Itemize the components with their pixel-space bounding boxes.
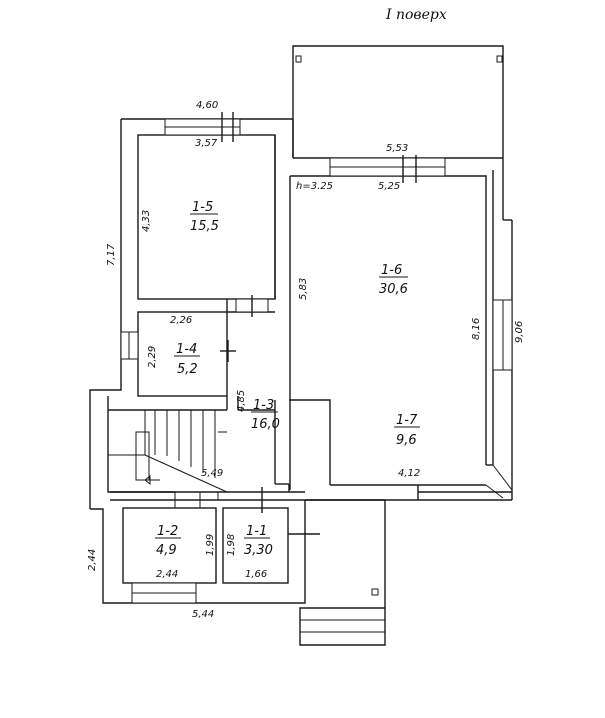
dim-4-33: 4,33 (141, 210, 152, 232)
dimension-labels: 4,60 3,57 4,33 7,17 5,53 5,25 h=3.25 5,8… (87, 100, 525, 620)
dim-2-44-v: 2,44 (87, 549, 98, 571)
room-labels: 1-5 15,5 1-6 30,6 1-4 5,2 1-3 16,0 1-7 9… (155, 200, 420, 558)
windows (120, 118, 513, 604)
room-1-1-id: 1-1 (246, 524, 267, 539)
room-1-7-id: 1-7 (396, 413, 418, 428)
dim-9-06: 9,06 (514, 321, 525, 343)
dim-3-57: 3,57 (195, 138, 218, 149)
room-1-2-area: 4,9 (156, 543, 177, 558)
doors (220, 112, 417, 535)
room-1-3-area: 16,0 (251, 417, 280, 432)
dim-5-44: 5,44 (192, 609, 214, 620)
dim-4-12: 4,12 (398, 468, 420, 479)
room-1-2-id: 1-2 (157, 524, 178, 539)
room-1-1-area: 3,30 (244, 543, 273, 558)
dim-1-99: 1,99 (205, 534, 216, 556)
dim-5-53: 5,53 (386, 143, 408, 154)
room-1-3-id: 1-3 (253, 398, 274, 413)
dim-4-85: 4,85 (236, 390, 247, 412)
dim-1-98: 1,98 (226, 534, 237, 556)
room-1-6-area: 30,6 (379, 282, 408, 297)
dim-5-49: 5,49 (201, 468, 223, 479)
dim-4-60: 4,60 (196, 100, 218, 111)
porch (299, 499, 386, 646)
floor-title: I поверх (385, 7, 447, 23)
room-1-4-id: 1-4 (176, 342, 197, 357)
dim-8-16: 8,16 (471, 318, 482, 340)
dim-2-29: 2,29 (147, 346, 158, 368)
staircase (108, 410, 228, 509)
dim-1-66: 1,66 (245, 569, 267, 580)
interior-walls (107, 134, 513, 584)
terrace (292, 45, 504, 158)
dim-height: h=3.25 (296, 181, 333, 192)
room-1-5-area: 15,5 (190, 219, 219, 234)
dim-2-26: 2,26 (170, 315, 192, 326)
dim-5-83: 5,83 (298, 278, 309, 300)
dim-5-25: 5,25 (378, 181, 400, 192)
dim-2-44-h: 2,44 (156, 569, 178, 580)
room-1-7-area: 9,6 (396, 433, 417, 448)
room-1-5-id: 1-5 (192, 200, 213, 215)
room-1-6-id: 1-6 (381, 263, 402, 278)
room-1-4-area: 5,2 (177, 362, 198, 377)
dim-7-17: 7,17 (106, 243, 117, 266)
